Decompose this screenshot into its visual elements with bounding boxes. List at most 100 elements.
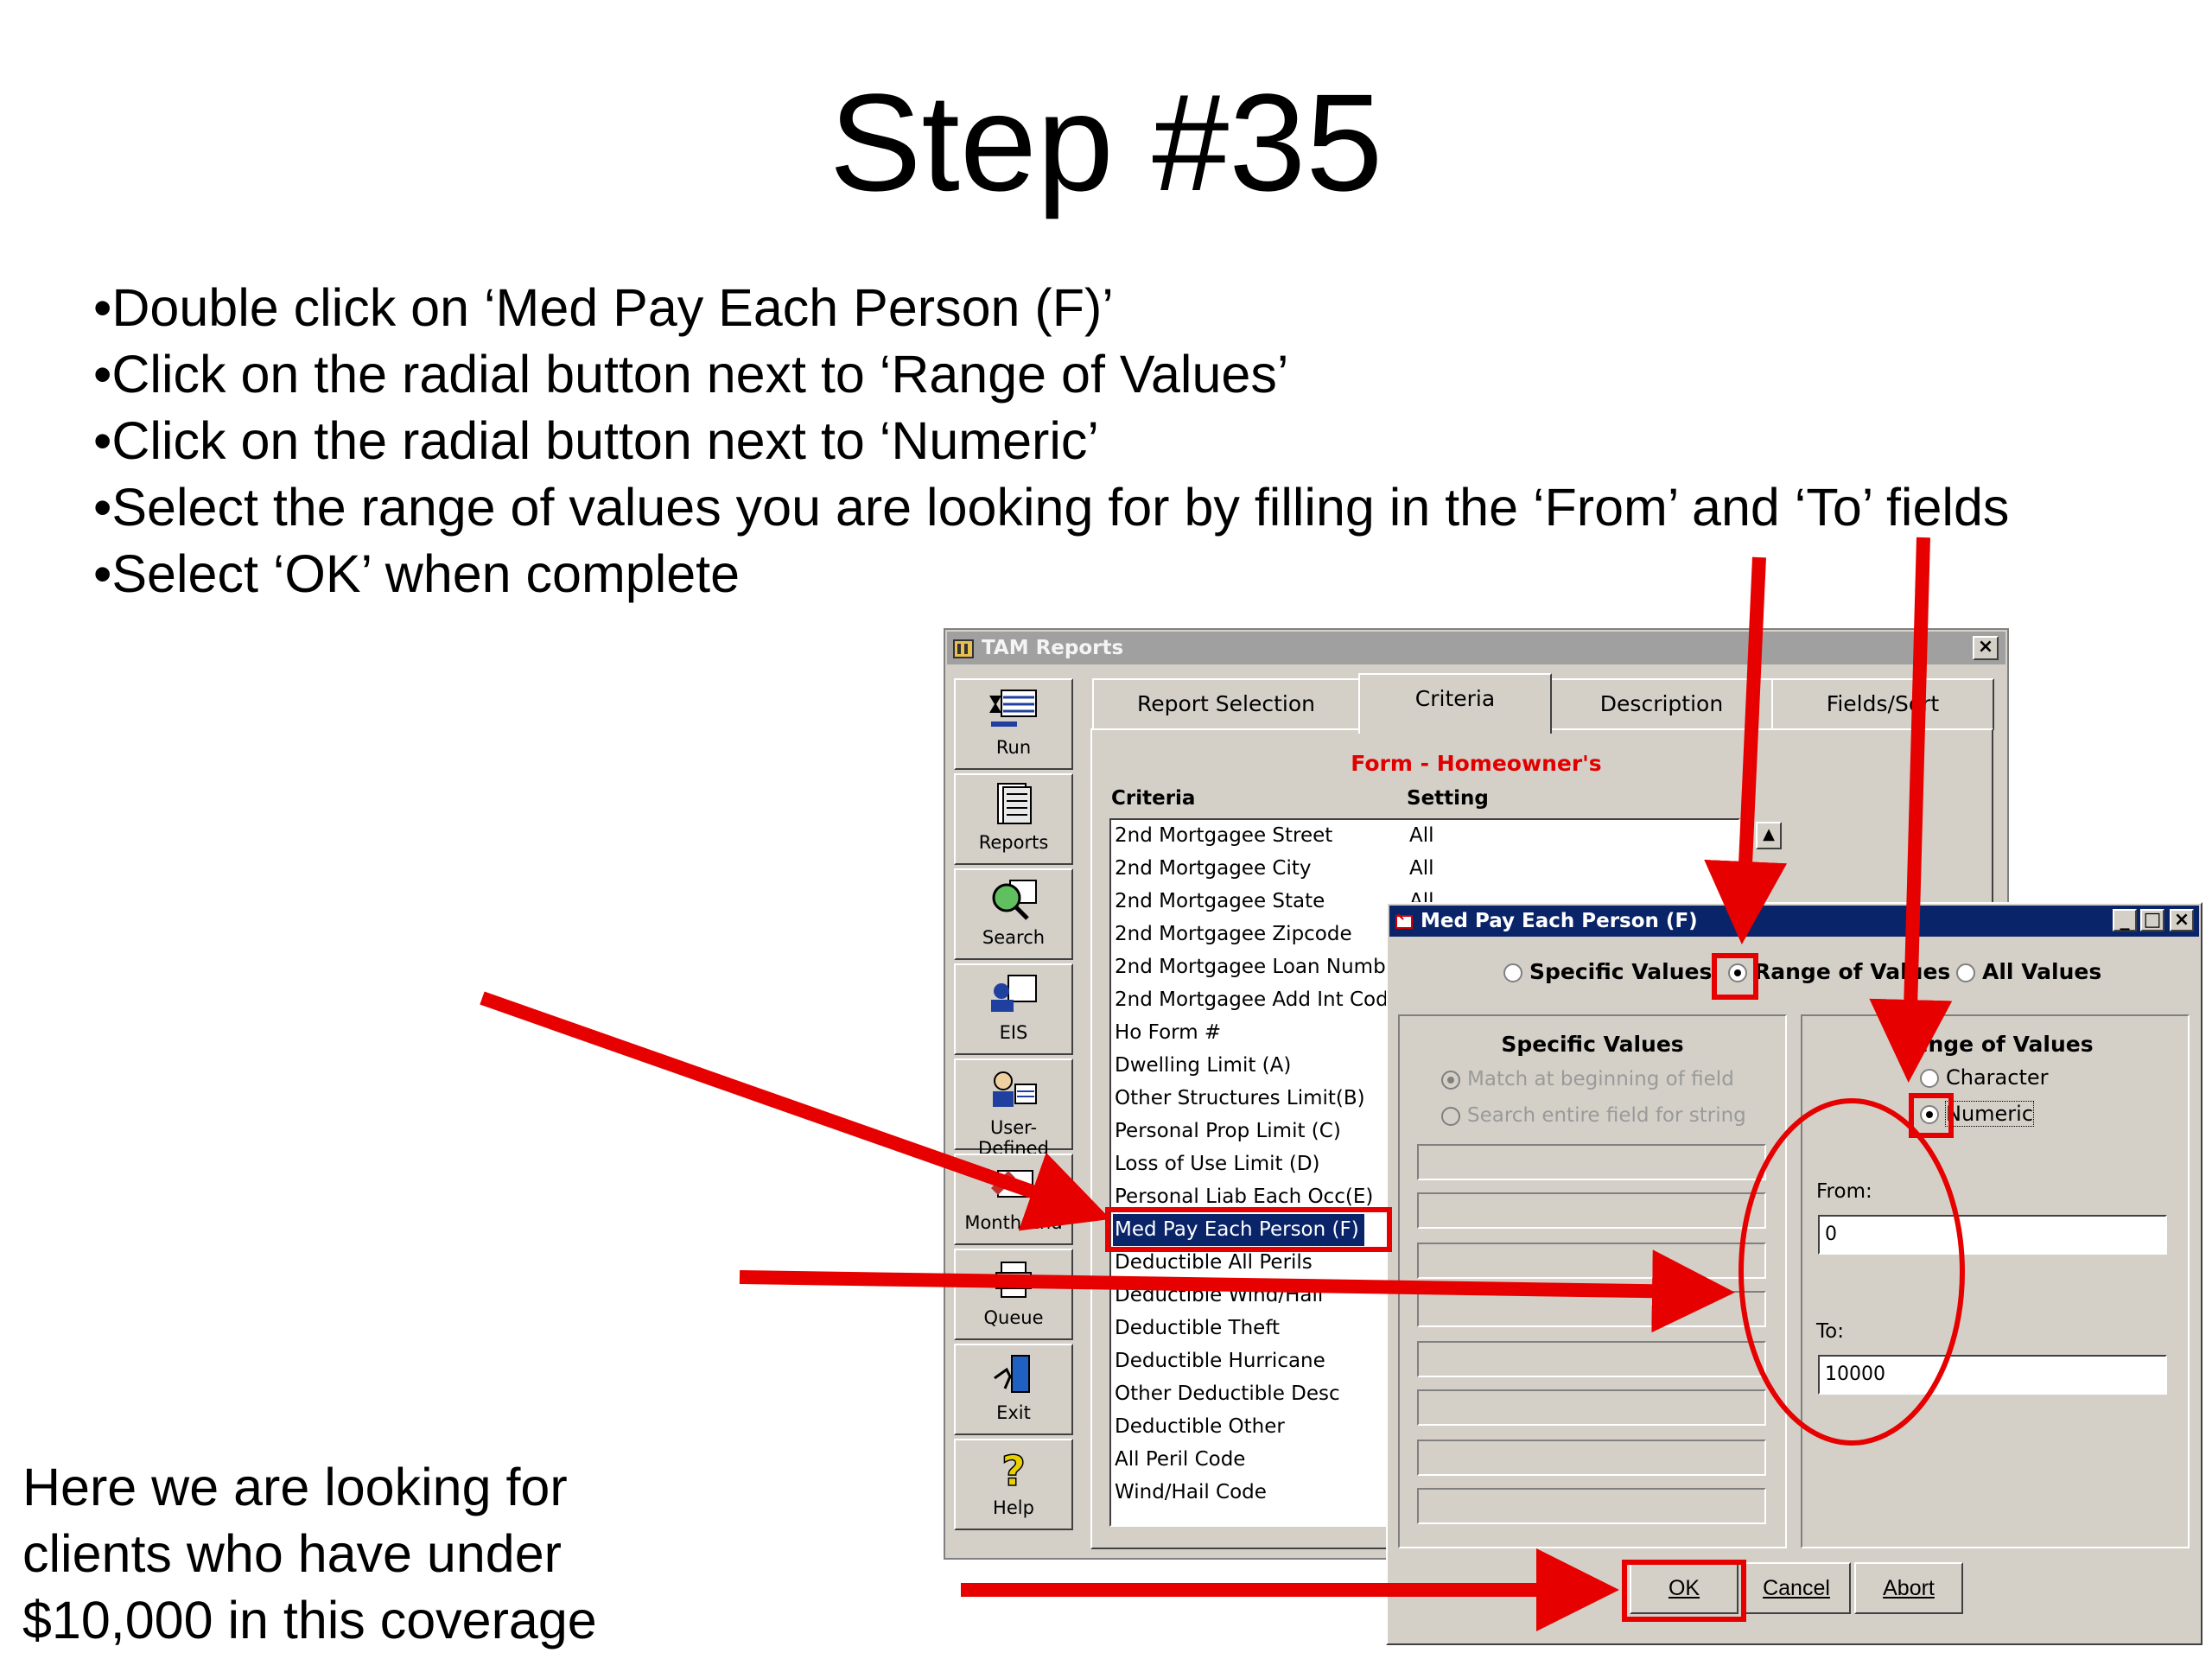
criteria-row[interactable]: Personal Prop Limit (C) (1111, 1116, 1738, 1147)
specific-value-field[interactable] (1417, 1144, 1766, 1180)
radio-match-beginning[interactable]: Match at beginning of field (1441, 1066, 1734, 1092)
criteria-name: Loss of Use Limit (D) (1115, 1153, 1320, 1175)
specific-value-field[interactable] (1417, 1243, 1766, 1279)
criteria-row[interactable]: 2nd Mortgagee Zipcode (1111, 918, 1738, 950)
radio-search-entire-label: Search entire field for string (1467, 1104, 1746, 1127)
criteria-row[interactable]: Deductible All Perils (1111, 1247, 1738, 1279)
dialog-minimize-button[interactable]: _ (2113, 909, 2137, 931)
criteria-name: All Peril Code (1115, 1448, 1246, 1471)
specific-value-field[interactable] (1417, 1291, 1766, 1327)
sidebar-month-end-label: Month-End (964, 1212, 1063, 1233)
radio-character-label: Character (1946, 1065, 2049, 1090)
criteria-name: Deductible Other (1115, 1415, 1285, 1438)
radio-all-values[interactable]: All Values (1956, 959, 2101, 985)
radio-numeric[interactable]: Numeric (1920, 1101, 2035, 1127)
criteria-row[interactable]: 2nd Mortgagee City All (1111, 853, 1738, 885)
criteria-name: Deductible Theft (1115, 1317, 1281, 1339)
criteria-row[interactable]: Dwelling Limit (A) (1111, 1050, 1738, 1082)
sidebar-month-end-button[interactable]: Month-End (954, 1154, 1073, 1245)
criteria-row[interactable]: 2nd Mortgagee Add Int Cod (1111, 984, 1738, 1016)
radio-specific-values[interactable]: Specific Values (1503, 959, 1712, 985)
tab-description[interactable]: Description (1550, 678, 1773, 730)
user-defined-icon (993, 1071, 1037, 1107)
ok-button[interactable]: OK (1630, 1562, 1738, 1614)
tab-criteria[interactable]: Criteria (1358, 673, 1552, 734)
radio-circle[interactable] (1920, 1105, 1939, 1124)
criteria-name: 2nd Mortgagee Street (1115, 824, 1333, 847)
instruction-item: Select the range of values you are looki… (93, 474, 2009, 541)
sidebar-run-label: Run (995, 737, 1032, 758)
sidebar-search-button[interactable]: Search (954, 868, 1073, 960)
criteria-name: 2nd Mortgagee City (1115, 857, 1312, 880)
tab-report-selection[interactable]: Report Selection (1092, 678, 1360, 730)
sidebar-exit-label: Exit (996, 1402, 1031, 1423)
specific-value-field[interactable] (1417, 1389, 1766, 1426)
sidebar-exit-button[interactable]: Exit (954, 1344, 1073, 1435)
sidebar-queue-button[interactable]: Queue (954, 1249, 1073, 1340)
criteria-name: 2nd Mortgagee Zipcode (1115, 923, 1352, 945)
instruction-item: Click on the radial button next to ‘Nume… (93, 408, 2009, 474)
radio-character[interactable]: Character (1920, 1065, 2049, 1090)
sidebar-help-label: Help (993, 1497, 1034, 1518)
instruction-item: Click on the radial button next to ‘Rang… (93, 341, 2009, 408)
from-input[interactable]: 0 (1818, 1215, 2167, 1255)
tam-close-button[interactable]: × (1973, 636, 1999, 660)
radio-circle[interactable] (1956, 963, 1975, 982)
sidebar-eis-button[interactable]: EIS (954, 963, 1073, 1055)
scroll-up-button[interactable]: ▲ (1756, 822, 1782, 849)
criteria-name: Dwelling Limit (A) (1115, 1054, 1292, 1077)
month-end-icon (991, 1170, 1033, 1198)
radio-search-entire[interactable]: Search entire field for string (1441, 1103, 1746, 1128)
instruction-item: Select ‘OK’ when complete (93, 541, 2009, 607)
criteria-name: Deductible Hurricane (1115, 1350, 1325, 1372)
radio-circle[interactable] (1920, 1069, 1939, 1088)
specific-value-field[interactable] (1417, 1192, 1766, 1229)
radio-match-beginning-label: Match at beginning of field (1467, 1068, 1734, 1090)
criteria-row[interactable]: Other Deductible Desc (1111, 1378, 1738, 1410)
sidebar-help-button[interactable]: ? Help (954, 1439, 1073, 1530)
criteria-setting: All (1409, 857, 1434, 880)
criteria-row[interactable]: Deductible Theft (1111, 1313, 1738, 1344)
dialog-maximize-button[interactable]: □ (2140, 909, 2164, 931)
radio-circle[interactable] (1441, 1106, 1460, 1126)
instruction-list: Double click on ‘Med Pay Each Person (F)… (93, 275, 2009, 607)
sidebar-run-button[interactable]: Run (954, 678, 1073, 770)
radio-circle[interactable] (1503, 963, 1522, 982)
cancel-button[interactable]: Cancel (1742, 1562, 1851, 1614)
specific-values-group: Specific Values Match at beginning of fi… (1398, 1014, 1787, 1548)
radio-circle[interactable] (1728, 963, 1747, 982)
to-label: To: (1816, 1320, 1844, 1343)
criteria-row[interactable]: Deductible Other (1111, 1411, 1738, 1443)
dialog-title: Med Pay Each Person (F) (1421, 910, 1698, 932)
specific-value-field[interactable] (1417, 1488, 1766, 1524)
criteria-row[interactable]: All Peril Code (1111, 1444, 1738, 1476)
specific-value-field[interactable] (1417, 1341, 1766, 1377)
instruction-item: Double click on ‘Med Pay Each Person (F)… (93, 275, 2009, 341)
to-input[interactable]: 10000 (1818, 1355, 2167, 1395)
criteria-row[interactable]: Personal Liab Each Occ(E) (1111, 1181, 1738, 1213)
radio-range-of-values[interactable]: Range of Values (1728, 959, 1950, 985)
criteria-name: Personal Liab Each Occ(E) (1115, 1185, 1374, 1208)
dialog-close-button[interactable]: × (2170, 909, 2194, 931)
eis-icon (991, 975, 1037, 1012)
criteria-row[interactable]: 2nd Mortgagee Loan Number (1111, 951, 1738, 983)
sidebar-reports-button[interactable]: Reports (954, 773, 1073, 865)
criteria-row[interactable]: Wind/Hail Code (1111, 1477, 1738, 1509)
criteria-row[interactable]: Deductible Hurricane (1111, 1345, 1738, 1377)
criteria-row[interactable]: Other Structures Limit(B) (1111, 1083, 1738, 1115)
abort-button[interactable]: Abort (1854, 1562, 1963, 1614)
criteria-name: Med Pay Each Person (F) (1113, 1214, 1364, 1246)
criteria-row[interactable]: Ho Form # (1111, 1017, 1738, 1049)
queue-icon (995, 1262, 1032, 1298)
criteria-name: Other Structures Limit(B) (1115, 1087, 1365, 1109)
radio-circle[interactable] (1441, 1070, 1460, 1090)
sidebar-user-defined-button[interactable]: User-Defined (954, 1058, 1073, 1159)
slide-title: Step #35 (829, 65, 1383, 219)
specific-value-field[interactable] (1417, 1440, 1766, 1476)
tab-fields-sort[interactable]: Fields/Sort (1771, 678, 1994, 730)
sidebar-user-defined-label: User-Defined (978, 1117, 1049, 1159)
tam-app-icon (953, 639, 974, 658)
setting-column-header: Setting (1407, 787, 1489, 810)
criteria-row[interactable]: Loss of Use Limit (D) (1111, 1148, 1738, 1180)
